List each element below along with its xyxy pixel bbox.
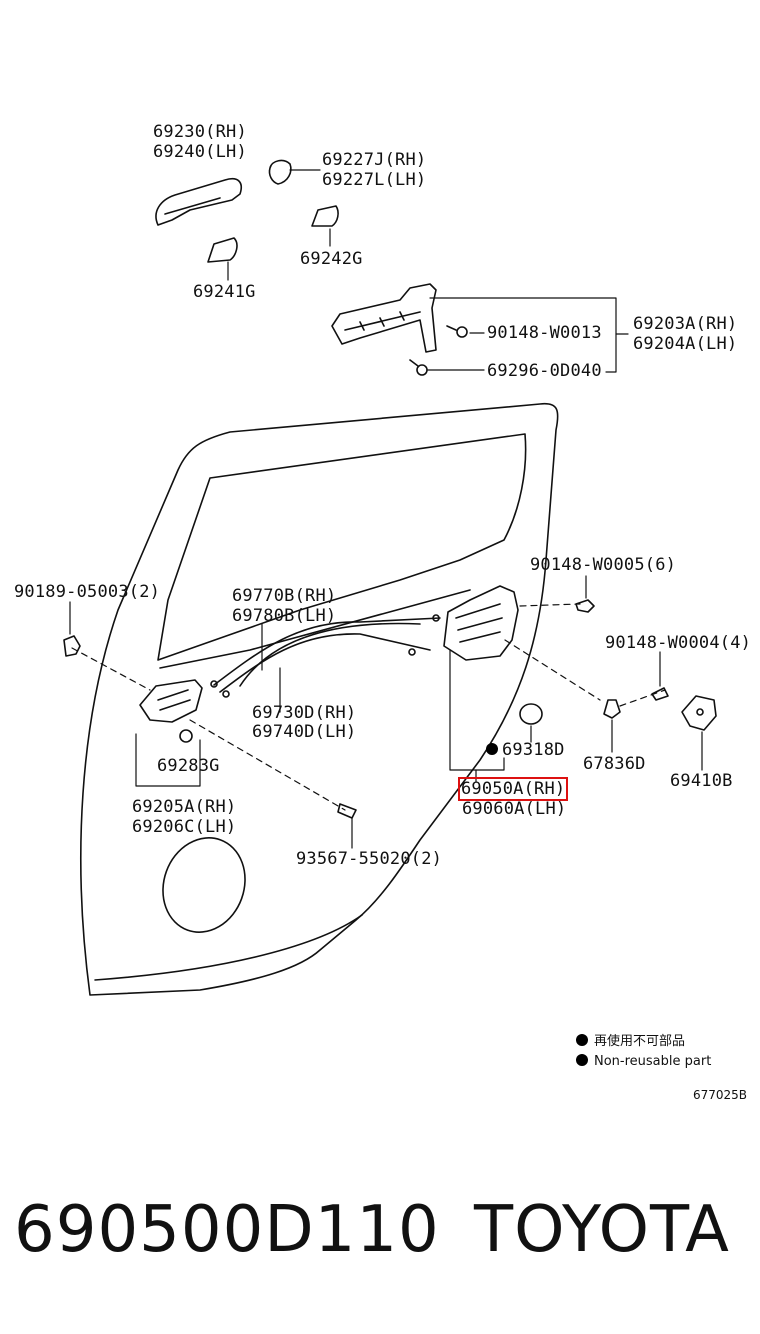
- label-frame-lh: 69204A(LH): [633, 334, 738, 354]
- outside-handle: [155, 178, 242, 226]
- pad-69241g: [207, 237, 238, 263]
- label-lock-rh-highlighted: 69050A(RH): [457, 777, 569, 801]
- striker-icon: [681, 695, 717, 731]
- label-cover-lh: 69227L(LH): [322, 170, 427, 190]
- label-cable-lh: 69740D(LH): [252, 722, 357, 742]
- clip-67836d-icon: [603, 699, 621, 719]
- label-screw-0d040: 69296-0D040: [487, 361, 602, 381]
- bullet-icon: [576, 1034, 588, 1046]
- label-bolt-w0013: 90148-W0013: [487, 323, 602, 343]
- clip-icon: [63, 635, 81, 657]
- label-handle-rh: 69230(RH): [153, 122, 247, 142]
- label-cable-inner-lh: 69780B(LH): [232, 606, 337, 626]
- control-cable: [213, 617, 441, 686]
- label-bolt-w0005: 90148-W0005(6): [530, 555, 677, 575]
- label-clip-67836d: 67836D: [583, 754, 646, 774]
- legend-en: Non-reusable part: [576, 1052, 711, 1072]
- handle-cover: [268, 159, 292, 185]
- bolt-icon: [416, 364, 428, 376]
- label-clip-05003: 90189-05003(2): [14, 582, 161, 602]
- label-handle-lh: 69240(LH): [153, 142, 247, 162]
- legend-jp: 再使用不可部品: [576, 1032, 685, 1052]
- handle-frame: [331, 283, 437, 353]
- seal-icon: [519, 703, 543, 725]
- bolt-icon: [651, 687, 669, 701]
- speaker-hole: [162, 837, 246, 933]
- label-bolt-w0004: 90148-W0004(4): [605, 633, 752, 653]
- label-striker: 69410B: [670, 771, 733, 791]
- door-outline: [80, 402, 559, 996]
- label-lock-lh: 69060A(LH): [462, 799, 567, 819]
- footer-part-number: 690500D110: [14, 1193, 440, 1267]
- label-inner-handle-rh: 69205A(RH): [132, 797, 237, 817]
- bolt-icon: [456, 326, 468, 338]
- bullet-icon: [576, 1054, 588, 1066]
- label-screw-55020: 93567-55020(2): [296, 849, 443, 869]
- label-cable-inner-rh: 69770B(RH): [232, 586, 337, 606]
- legend-en-text: Non-reusable part: [594, 1054, 712, 1069]
- label-frame-rh: 69203A(RH): [633, 314, 738, 334]
- label-seal-69318d: 69318D: [502, 740, 565, 760]
- label-inner-handle-lh: 69206C(LH): [132, 817, 237, 837]
- footer-brand: TOYOTA: [474, 1193, 730, 1267]
- label-pad-69242g: 69242G: [300, 249, 363, 269]
- label-cable-rh: 69730D(RH): [252, 703, 357, 723]
- diagram-reference: 677025B: [693, 1088, 748, 1102]
- door-lock-assembly: [443, 585, 519, 661]
- screw-icon: [337, 803, 357, 819]
- label-pad-69283g: 69283G: [157, 756, 220, 776]
- label-pad-69241g: 69241G: [193, 282, 256, 302]
- inside-handle: [139, 679, 203, 723]
- pad-69242g: [311, 205, 339, 227]
- legend-jp-text: 再使用不可部品: [594, 1034, 686, 1049]
- label-cover-rh: 69227J(RH): [322, 150, 427, 170]
- bolt-icon: [575, 599, 595, 613]
